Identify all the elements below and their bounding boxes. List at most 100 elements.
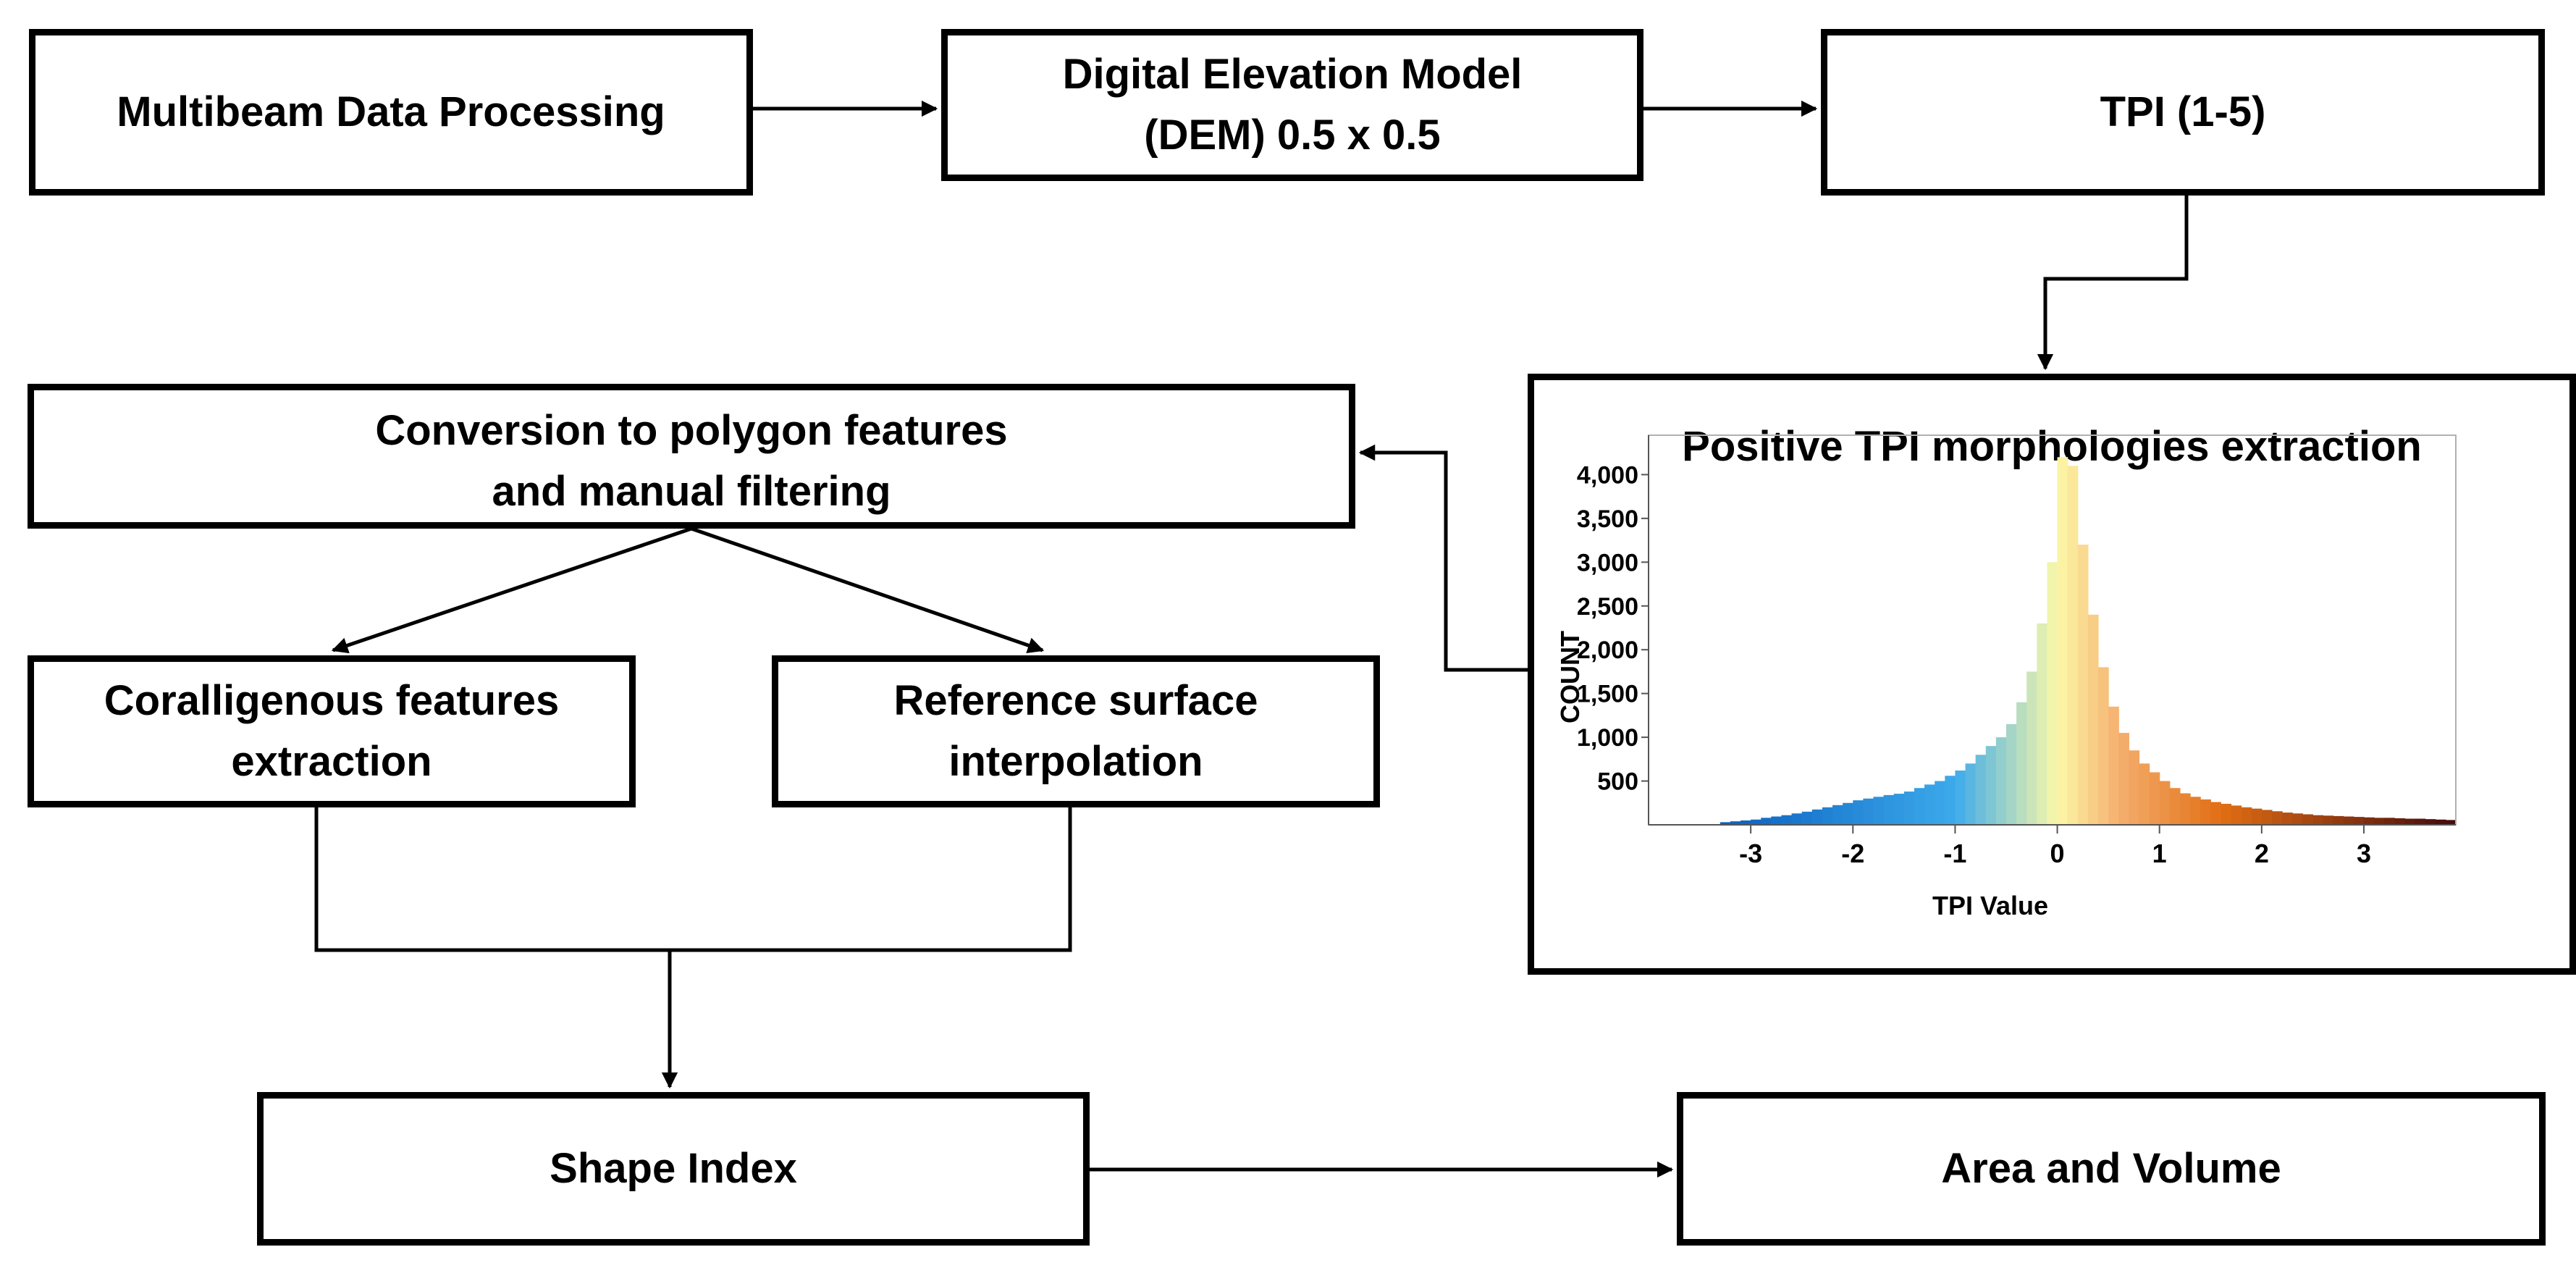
histogram-bar [2005,723,2017,825]
histogram-bar [2047,562,2058,825]
histogram-bar [1853,800,1864,825]
histogram-bar [2363,817,2375,825]
histogram-bar [2445,820,2457,825]
histogram-bar [2067,466,2079,825]
polygon-conversion-box: Conversion to polygon features and manua… [28,384,1355,529]
histogram-bar [2159,781,2171,825]
conversion-label: Conversion to polygon features and manua… [375,407,1008,516]
histogram-bar [1955,771,1966,825]
histogram-bar [1761,818,1772,825]
histogram-bar [2077,545,2089,825]
x-tick-label: 1 [2152,839,2167,868]
coralligenous-extraction-box: Coralligenous features extraction [28,655,636,807]
histogram-bar [2037,623,2048,825]
reference-label: Reference surface interpolation [893,676,1258,785]
multibeam-data-processing-box: Multibeam Data Processing [29,29,753,196]
histogram-bars [1720,457,2457,825]
histogram-bar [2108,706,2119,825]
histogram-bar [1883,794,1895,825]
histogram-bar [1914,788,1925,825]
histogram-bar [1975,755,1987,825]
x-tick-label: -1 [1943,839,1966,868]
shape-index-box: Shape Index [257,1092,1090,1246]
histogram-bar [2169,788,2181,825]
histogram-bar [2353,817,2365,825]
tpi-label: TPI (1-5) [2100,88,2266,135]
histogram-bar [1863,798,1874,825]
histogram-bar [2384,818,2395,825]
histogram-bar [2271,811,2283,825]
y-tick-label: 3,000 [1577,549,1638,576]
histogram-bar [1720,822,1731,825]
histogram-bar [1935,781,1945,825]
area-volume-box: Area and Volume [1677,1092,2546,1246]
histogram-bar [2026,671,2037,825]
histogram-bar [1811,809,1823,825]
x-tick-label: 3 [2357,839,2371,868]
x-axis-label: TPI Value [1932,891,2048,920]
x-tick-label: 2 [2255,839,2269,868]
histogram-bar [2302,814,2314,825]
histogram-bar [1893,794,1905,825]
histogram-bar [2292,813,2303,825]
histogram-bar [2087,614,2099,825]
histogram-bar [2129,750,2140,825]
digital-elevation-model-box: Digital Elevation Model (DEM) 0.5 x 0.5 [941,29,1643,181]
multibeam-label: Multibeam Data Processing [117,88,665,135]
y-tick-label: 1,500 [1577,681,1638,708]
arrow-conversion-to-reference [691,526,1045,654]
arrow-conversion-to-coralligenous [331,526,692,654]
histogram-bar [1995,737,2007,825]
histogram-bar [1781,815,1793,825]
y-tick-label: 4,000 [1577,461,1638,489]
reference-surface-box: Reference surface interpolation [772,655,1380,807]
histogram-bar [2251,808,2263,825]
histogram-bar [2098,667,2109,825]
histogram-bar [2139,763,2150,825]
histogram-bar [2221,803,2232,825]
y-tick-label: 3,500 [1577,505,1638,533]
tpi-box: TPI (1-5) [1821,29,2545,196]
histogram-bar [1903,792,1915,825]
shape-index-label: Shape Index [550,1144,797,1192]
histogram-bar [2200,799,2211,825]
histogram-bar [1945,776,1956,825]
histogram-bar [1730,821,1741,825]
histogram-bar [2149,772,2160,825]
histogram-bar [2333,815,2344,825]
histogram-bar [2190,797,2201,825]
histogram-bar [2261,810,2273,825]
histogram-bar [2016,702,2027,825]
arrow-tpi-to-positive [2037,196,2189,371]
histogram-bar [1924,784,1935,825]
histogram-bar [2179,793,2191,825]
histogram-bar [2312,815,2324,825]
histogram-bar [2425,819,2436,825]
area-volume-label: Area and Volume [1941,1144,2281,1192]
histogram-bar [1843,802,1853,825]
coralligenous-label: Coralligenous features extraction [104,676,560,785]
y-tick-label: 500 [1597,768,1638,796]
histogram-bar [2404,818,2416,825]
histogram-bar [1873,797,1885,825]
histogram-bar [2374,818,2385,825]
histogram-bar [1771,816,1782,825]
positive-tpi-extraction-box: Positive TPI morphologies extraction -3-… [1528,374,2576,975]
histogram-bar [1801,811,1813,825]
histogram-bar [2231,805,2242,825]
x-tick-label: 0 [2050,839,2065,868]
y-axis-label: COUNT [1555,631,1585,723]
y-tick-label: 2,000 [1577,637,1638,664]
y-tick-label: 2,500 [1577,593,1638,621]
dem-label: Digital Elevation Model (DEM) 0.5 x 0.5 [1062,50,1523,159]
arrow-positive-to-conversion [1358,444,1528,672]
histogram-bar [1751,819,1761,825]
histogram-bar [2343,816,2354,825]
histogram-bar [1791,813,1803,825]
x-tick-label: -3 [1739,839,1762,868]
histogram-bar [1965,763,1977,825]
connector-coralligenous-reference [314,807,1072,952]
histogram-bar [2323,815,2334,825]
